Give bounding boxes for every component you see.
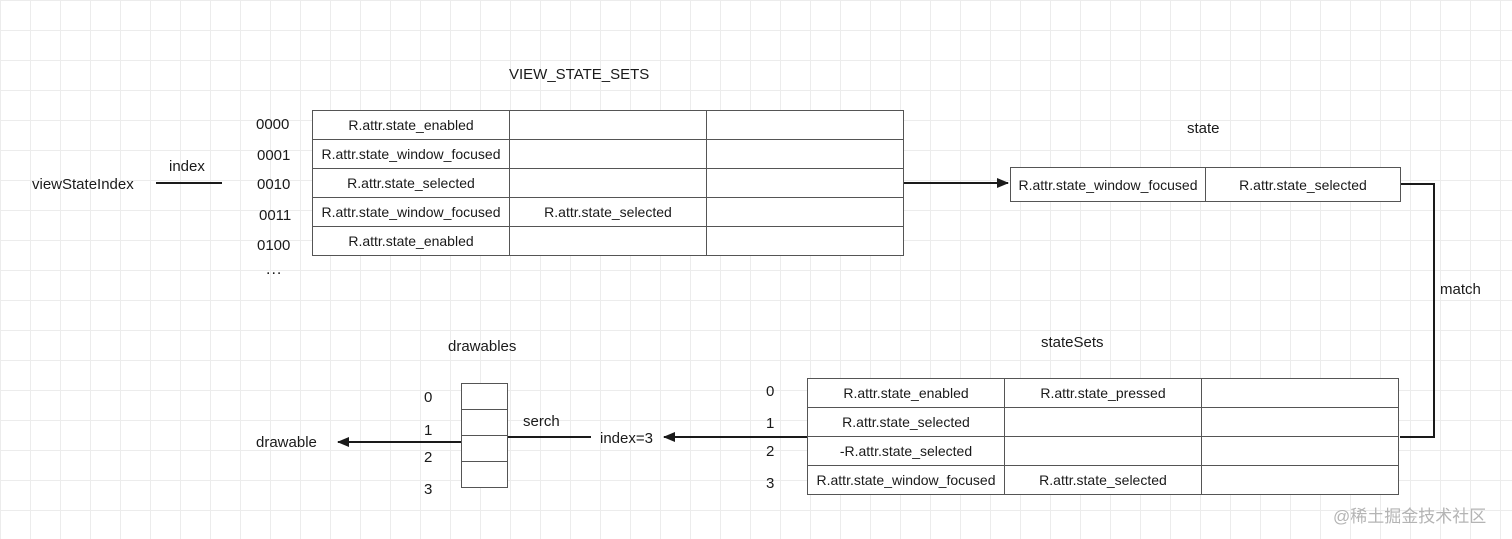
drawables-row-index: 2 [424, 449, 433, 466]
table-cell: R.attr.state_selected [1205, 167, 1401, 202]
view-state-sets-title: VIEW_STATE_SETS [509, 66, 650, 83]
view-ellipsis: ... [266, 261, 283, 278]
table-cell [1201, 407, 1399, 437]
table-row: R.attr.state_enabled R.attr.state_presse… [807, 378, 1399, 408]
drawables-table [461, 383, 508, 488]
search-edge-label: serch [523, 413, 560, 430]
table-cell [1004, 436, 1202, 466]
table-cell [509, 168, 707, 198]
table-cell [1201, 378, 1399, 408]
table-row: R.attr.state_selected [807, 407, 1399, 437]
table-cell [706, 197, 904, 227]
table-cell [1201, 465, 1399, 495]
table-cell: R.attr.state_window_focused [312, 139, 510, 169]
table-cell: R.attr.state_window_focused [1010, 167, 1206, 202]
table-cell: R.attr.state_selected [509, 197, 707, 227]
table-cell: R.attr.state_selected [312, 168, 510, 198]
drawables-row-index: 3 [424, 481, 433, 498]
match-connector [1400, 183, 1435, 438]
table-row: R.attr.state_selected [312, 168, 904, 198]
table-cell [461, 435, 508, 462]
view-row-index: 0010 [257, 176, 291, 193]
table-row: -R.attr.state_selected [807, 436, 1399, 466]
index-result-label: index=3 [600, 430, 653, 447]
index-edge-label: index [169, 158, 205, 175]
table-row: R.attr.state_window_focused [312, 139, 904, 169]
drawable-output-label: drawable [256, 434, 317, 451]
table-cell: -R.attr.state_selected [807, 436, 1005, 466]
view-row-index: 0000 [256, 116, 290, 133]
table-cell [706, 168, 904, 198]
table-row [461, 383, 508, 410]
table-cell: R.attr.state_window_focused [312, 197, 510, 227]
statesets-row-index: 1 [766, 415, 775, 432]
table-row: R.attr.state_window_focused R.attr.state… [312, 197, 904, 227]
view-row-index: 0100 [257, 237, 291, 254]
statesets-row-index: 0 [766, 383, 775, 400]
table-cell: R.attr.state_enabled [807, 378, 1005, 408]
table-cell: R.attr.state_enabled [312, 226, 510, 256]
drawables-title: drawables [448, 338, 517, 355]
table-row [461, 461, 508, 488]
table-cell [706, 139, 904, 169]
table-cell: R.attr.state_selected [1004, 465, 1202, 495]
table-cell: R.attr.state_enabled [312, 110, 510, 140]
table-cell [509, 226, 707, 256]
table-cell [461, 461, 508, 488]
table-cell [509, 139, 707, 169]
view-state-sets-table: R.attr.state_enabled R.attr.state_window… [312, 110, 904, 256]
state-title: state [1187, 120, 1220, 137]
table-row: R.attr.state_enabled [312, 226, 904, 256]
view-row-index: 0011 [259, 207, 292, 224]
state-sets-table: R.attr.state_enabled R.attr.state_presse… [807, 378, 1399, 495]
table-cell [509, 110, 707, 140]
state-sets-title: stateSets [1041, 334, 1104, 351]
table-cell [1004, 407, 1202, 437]
table-cell [461, 409, 508, 436]
statesets-row-index: 2 [766, 443, 775, 460]
table-row: R.attr.state_enabled [312, 110, 904, 140]
match-label: match [1440, 281, 1481, 298]
state-table: R.attr.state_window_focused R.attr.state… [1010, 167, 1401, 202]
table-cell: R.attr.state_selected [807, 407, 1005, 437]
table-cell [1201, 436, 1399, 466]
view-state-index-label: viewStateIndex [32, 176, 134, 193]
table-row [461, 409, 508, 436]
drawables-row-index: 1 [424, 422, 433, 439]
table-row [461, 435, 508, 462]
table-cell [461, 383, 508, 410]
watermark: @稀土掘金技术社区 [1333, 507, 1487, 526]
statesets-row-index: 3 [766, 475, 775, 492]
table-row: R.attr.state_window_focused R.attr.state… [1010, 167, 1401, 202]
view-row-index: 0001 [257, 147, 291, 164]
table-row: R.attr.state_window_focused R.attr.state… [807, 465, 1399, 495]
table-cell [706, 226, 904, 256]
drawables-row-index: 0 [424, 389, 433, 406]
table-cell: R.attr.state_pressed [1004, 378, 1202, 408]
table-cell [706, 110, 904, 140]
table-cell: R.attr.state_window_focused [807, 465, 1005, 495]
